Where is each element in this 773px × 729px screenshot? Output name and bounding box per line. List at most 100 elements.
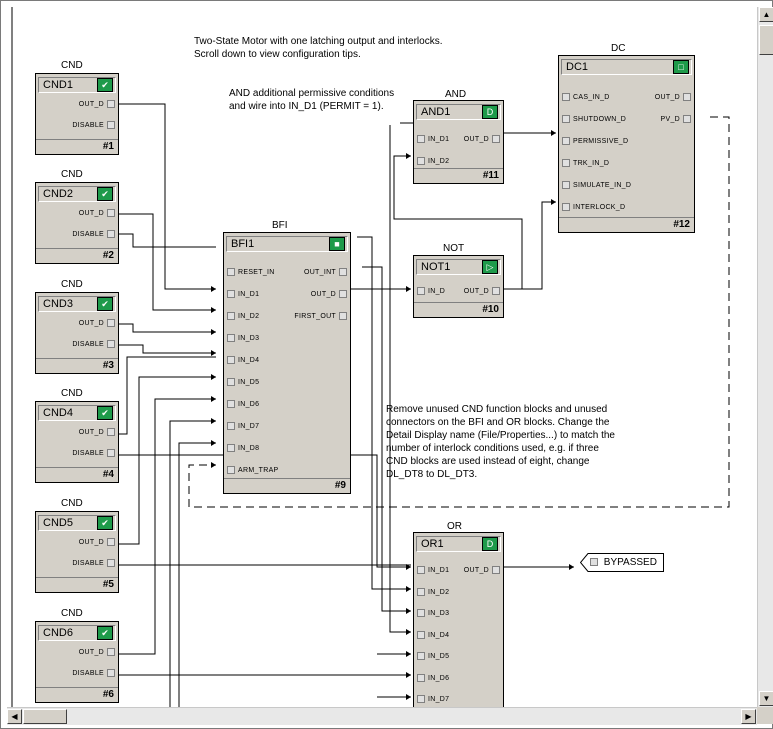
pin-checkbox: [339, 312, 347, 321]
bfi-pin-first_out[interactable]: FIRST_OUT: [294, 312, 347, 322]
bfi-pin-out_int[interactable]: OUT_INT: [304, 268, 347, 278]
horizontal-scroll-thumb[interactable]: [23, 709, 67, 724]
vertical-scrollbar[interactable]: ▲ ▼: [757, 7, 773, 707]
and-pin-in_d1[interactable]: IN_D1: [417, 135, 449, 145]
cnd-pin-out_d[interactable]: OUT_D: [79, 648, 115, 658]
bfi-pin-in_d1[interactable]: IN_D1: [227, 290, 259, 300]
cnd-block-name: CND6: [38, 625, 116, 641]
cnd-pin-label: OUT_D: [78, 539, 104, 546]
or-pin-in_d6[interactable]: IN_D6: [417, 673, 450, 684]
cnd-pin-disable[interactable]: DISABLE: [72, 559, 115, 569]
horizontal-scrollbar[interactable]: ◀ ▶: [7, 707, 757, 725]
bfi-pin-reset_in[interactable]: RESET_IN: [227, 268, 275, 278]
pin-checkbox: [492, 287, 500, 296]
or-pin-in_d4[interactable]: IN_D4: [417, 630, 449, 641]
and-pin-out_d[interactable]: OUT_D: [464, 135, 500, 145]
cnd-pin-out_d[interactable]: OUT_D: [79, 319, 115, 329]
cnd-pin-out_d[interactable]: OUT_D: [79, 209, 115, 219]
scroll-down-icon[interactable]: ▼: [759, 691, 773, 706]
or-pin-in_d5[interactable]: IN_D5: [417, 652, 449, 662]
cnd-block-number: #3: [36, 358, 118, 373]
cnd-pin-disable[interactable]: DISABLE: [72, 230, 115, 240]
pin-label: CAS_IN_D: [573, 94, 610, 101]
dc-pin-cas_in_d[interactable]: CAS_IN_D: [562, 93, 610, 103]
cnd-block-name: CND1: [38, 77, 116, 93]
or-pin-in_d7[interactable]: IN_D7: [417, 695, 449, 705]
bypassed-tag[interactable]: BYPASSED: [590, 557, 657, 568]
bfi-pin-in_d4[interactable]: IN_D4: [227, 356, 259, 366]
dc-pin-shutdown_d[interactable]: SHUTDOWN_D: [562, 115, 626, 125]
pin-label: IN_D2: [428, 588, 450, 596]
cnd-type-label: CND: [61, 169, 83, 180]
dc-pin-out_d[interactable]: OUT_D: [655, 93, 691, 103]
dc-pin-simulate_in_d[interactable]: SIMULATE_IN_D: [562, 181, 631, 191]
pin-checkbox: [683, 93, 691, 102]
cnd-pin-label: OUT_D: [78, 210, 104, 217]
bfi-pin-in_d7[interactable]: IN_D7: [227, 422, 259, 432]
pin-label: IN_D3: [238, 335, 260, 342]
and-block-name: AND1: [416, 104, 501, 120]
bfi-pin-out_d[interactable]: OUT_D: [311, 290, 347, 300]
note-remove-line-3: Detail Display name (File/Properties...)…: [386, 430, 615, 441]
pin-label: IN_D6: [238, 401, 260, 408]
bfi-pin-in_d3[interactable]: IN_D3: [227, 334, 259, 344]
dc-pin-trk_in_d[interactable]: TRK_IN_D: [562, 159, 609, 169]
pin-label: IN_D6: [428, 674, 450, 682]
or-block-name: OR1: [416, 536, 501, 552]
or-pin-in_d2[interactable]: IN_D2: [417, 587, 450, 598]
pin-checkbox: [417, 287, 425, 296]
note-remove-line-1: Remove unused CND function blocks and un…: [386, 404, 608, 415]
dc-pin-pv_d[interactable]: PV_D: [661, 115, 691, 125]
pin-checkbox: [107, 449, 115, 458]
cnd-pin-out_d[interactable]: OUT_D: [79, 538, 115, 548]
pin-checkbox: [417, 609, 425, 618]
note-and: AND additional permissive conditions and…: [229, 87, 394, 113]
scroll-right-icon[interactable]: ▶: [741, 709, 756, 724]
scroll-up-icon[interactable]: ▲: [759, 7, 773, 22]
not-pin-in_d[interactable]: IN_D: [417, 287, 445, 297]
bfi-pin-in_d8[interactable]: IN_D8: [227, 444, 259, 454]
pin-checkbox: [417, 630, 425, 639]
cnd-pin-label: DISABLE: [72, 231, 104, 238]
bfi-pin-in_d5[interactable]: IN_D5: [227, 378, 259, 388]
dc-block-icon: □: [673, 60, 689, 74]
not-pin-out_d[interactable]: OUT_D: [464, 287, 500, 297]
pin-checkbox: [562, 93, 570, 102]
pin-label: SIMULATE_IN_D: [573, 182, 632, 189]
bfi-pin-arm_trap[interactable]: ARM_TRAP: [227, 466, 279, 476]
not-type-label: NOT: [443, 243, 465, 254]
pin-checkbox: [227, 334, 235, 343]
or-pin-in_d3[interactable]: IN_D3: [417, 609, 449, 619]
bfi-pin-in_d6[interactable]: IN_D6: [227, 400, 259, 410]
scroll-left-icon[interactable]: ◀: [7, 709, 22, 724]
bfi-pin-in_d2[interactable]: IN_D2: [227, 312, 259, 322]
or-pin-out_d[interactable]: OUT_D: [464, 566, 500, 576]
dc-pin-permissive_d[interactable]: PERMISSIVE_D: [562, 137, 628, 147]
vertical-scroll-thumb[interactable]: [759, 25, 773, 55]
cnd-pin-out_d[interactable]: OUT_D: [79, 428, 115, 438]
or-pin-in_d1[interactable]: IN_D1: [417, 566, 449, 576]
cnd-pin-disable[interactable]: DISABLE: [72, 121, 115, 131]
pin-label: SHUTDOWN_D: [573, 116, 627, 123]
cnd-pin-disable[interactable]: DISABLE: [72, 449, 115, 459]
cnd-pin-disable[interactable]: DISABLE: [72, 340, 115, 350]
dc-pin-interlock_d[interactable]: INTERLOCK_D: [562, 203, 625, 213]
and-pin-in_d2[interactable]: IN_D2: [417, 157, 449, 167]
cnd-pin-disable[interactable]: DISABLE: [72, 669, 115, 679]
pin-label: IN_D1: [428, 136, 450, 143]
diagram-canvas[interactable]: Two-State Motor with one latching output…: [7, 7, 757, 707]
cnd-pin-out_d[interactable]: OUT_D: [79, 100, 115, 110]
pin-checkbox: [107, 121, 115, 130]
pin-label: TRK_IN_D: [573, 160, 610, 167]
